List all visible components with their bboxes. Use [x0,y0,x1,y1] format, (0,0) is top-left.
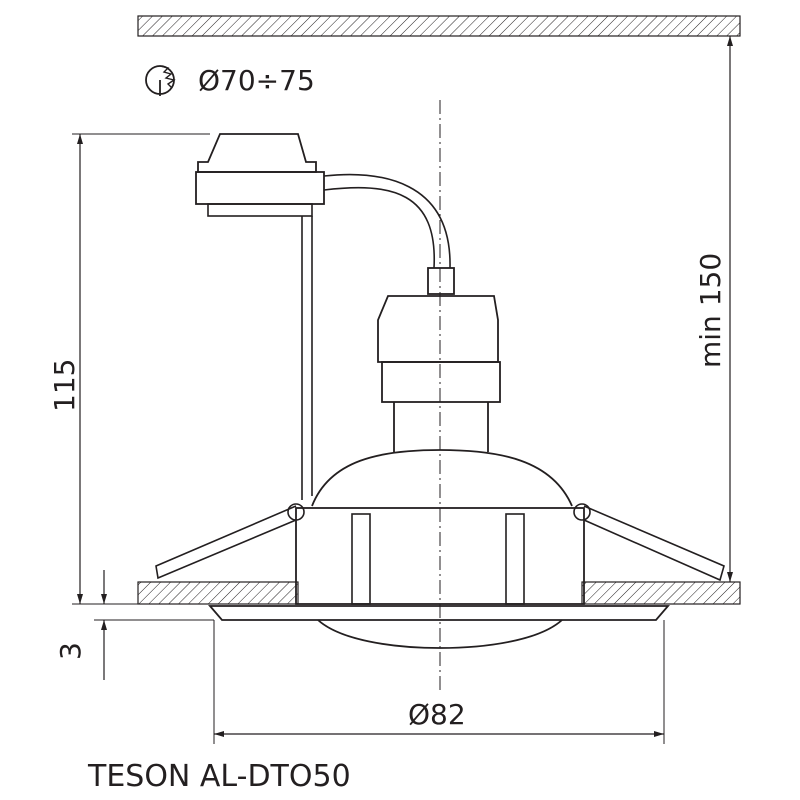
cutout-label: Ø70÷75 [198,64,315,97]
dimension-height [72,133,210,605]
dimension-diameter [213,620,665,744]
lamp-socket [377,267,501,452]
panel-hatch-right [581,581,741,605]
rim-thickness-label: 3 [54,642,87,660]
height-label: 115 [48,359,81,412]
min-depth-label: min 150 [694,253,727,368]
reflector [311,449,573,507]
hole-saw-icon [145,65,176,96]
ceiling-hatch [137,15,741,37]
junction-box [195,133,325,500]
panel-hatch-left [137,581,299,605]
product-name: TESON AL-DTO50 [87,759,351,794]
rim-and-lens [208,605,670,649]
diameter-label: Ø82 [408,698,466,731]
dimension-rim-thickness [94,570,214,680]
cable [323,173,451,269]
housing-ring [295,507,585,605]
